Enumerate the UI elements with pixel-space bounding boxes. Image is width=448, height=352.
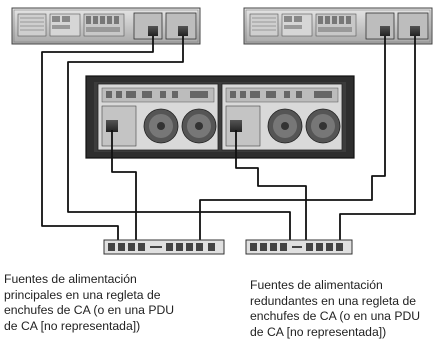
power-strip-redundant — [245, 239, 353, 255]
storage-enclosure — [85, 75, 355, 159]
caption-redundant-supplies: Fuentes de alimentación redundantes en u… — [250, 278, 421, 339]
cable-right-server-redundant — [339, 36, 416, 245]
cable-storage-right-redundant — [235, 130, 307, 245]
power-cables — [41, 36, 416, 245]
server-left — [11, 7, 201, 45]
cable-left-server-primary — [41, 36, 154, 245]
cable-right-server-primary — [199, 36, 386, 245]
server-right — [243, 7, 433, 45]
cable-left-server-redundant — [67, 36, 291, 245]
cable-storage-left-primary — [111, 130, 137, 245]
power-strip-primary — [103, 239, 225, 255]
caption-primary-supplies: Fuentes de alimentación principales en u… — [4, 272, 175, 333]
